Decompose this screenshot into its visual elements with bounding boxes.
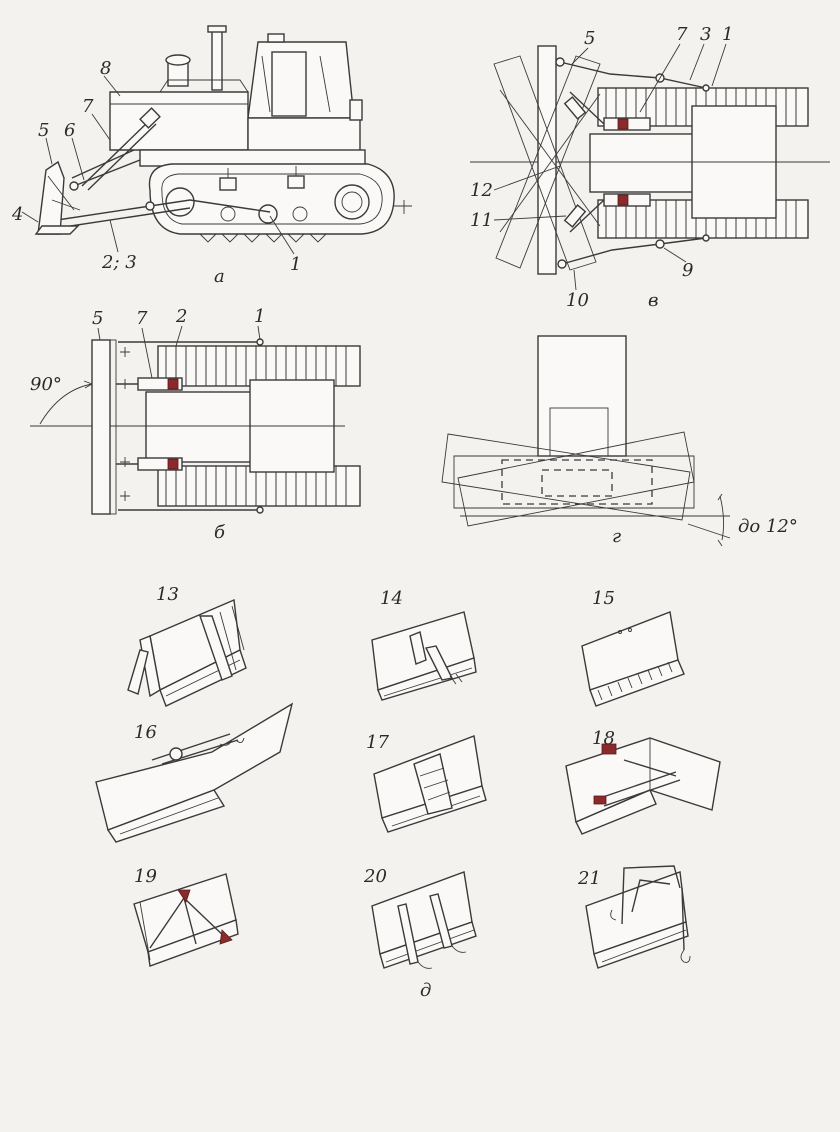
label-b-5: 5 [92,308,103,329]
attachment-label-13: 13 [156,584,179,605]
label-v-3: 3 [700,24,711,45]
view-label-g: г [612,526,621,547]
attachment-label-21: 21 [577,868,601,889]
attachment-17 [373,735,487,833]
label-v-10: 10 [566,290,589,311]
attachment-16 [95,702,294,843]
attachment-15 [581,611,685,707]
view-label-a: а [214,266,225,287]
label-a-8: 8 [100,58,111,79]
label-a-2-3: 2; 3 [101,252,137,273]
label-b-2: 2 [175,306,187,327]
view-g-tilt-view [441,335,731,547]
attachment-labels: 13 14 15 16 17 18 19 20 21 д [134,584,615,1001]
attachment-label-19: 19 [134,866,157,887]
view-label-v: в [648,290,658,311]
attachments [95,598,721,969]
label-v-7: 7 [676,24,688,45]
label-a-7: 7 [82,96,94,117]
attachment-label-14: 14 [380,588,403,609]
view-a-labels: 8 7 6 5 4 2; 3 1 а [11,58,301,287]
attachment-label-17: 17 [366,732,389,753]
label-a-6: 6 [64,120,75,141]
attachment-20 [371,871,477,969]
attachment-label-20: 20 [363,866,387,887]
view-v-top-angled [470,45,830,275]
label-v-5: 5 [584,28,595,49]
label-a-5: 5 [38,120,49,141]
view-b-labels: 5 7 2 1 90° б [30,306,265,543]
label-b-7: 7 [136,308,148,329]
attachment-13 [127,598,247,707]
label-b-1: 1 [254,306,265,327]
label-v-1: 1 [722,24,733,45]
attachment-19 [133,873,239,967]
view-v-labels: 5 7 3 1 12 11 10 9 в [470,24,733,311]
attachment-18 [565,737,721,835]
view-label-b: б [214,522,226,543]
label-b-angle: 90° [30,374,62,395]
attachment-label-18: 18 [592,728,615,749]
label-a-4: 4 [11,204,23,225]
label-v-12: 12 [470,180,493,201]
view-label-d: д [420,980,431,1001]
label-a-1: 1 [290,254,301,275]
attachment-14 [371,611,477,701]
label-v-11: 11 [470,210,493,231]
label-g-angle: до 12° [738,516,798,537]
attachment-label-15: 15 [592,588,615,609]
attachment-label-16: 16 [134,722,157,743]
attachment-21 [585,865,691,969]
view-b-top-straight [30,338,361,515]
view-a-side-view [34,25,412,243]
view-g-labels: до 12° г [612,516,798,547]
label-v-9: 9 [682,260,693,281]
